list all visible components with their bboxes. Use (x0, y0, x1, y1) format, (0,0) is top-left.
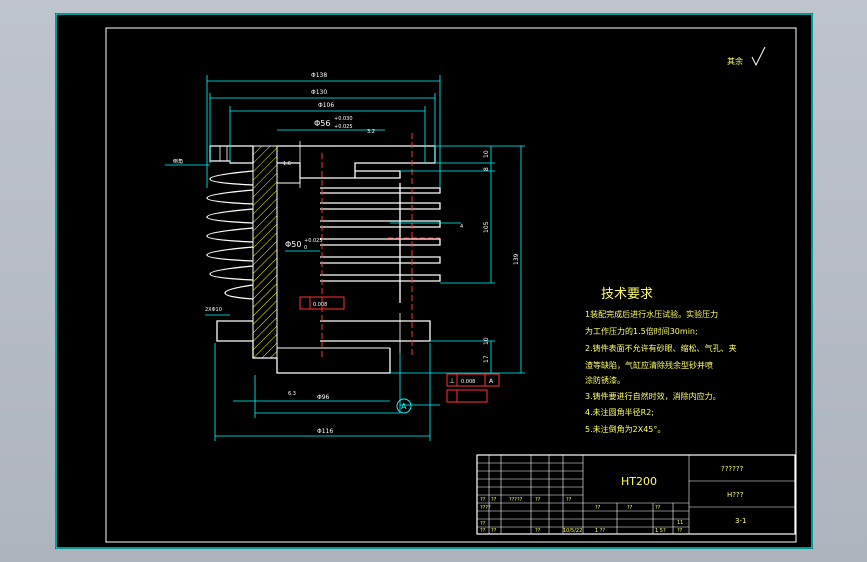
left-hole-label: 2XΦ10 (205, 307, 222, 313)
left-chamfer-label: 倒角 (173, 158, 183, 165)
drawing-canvas: 其余 (55, 13, 813, 549)
perp-value: 0.008 (461, 379, 475, 385)
dim-d138: Φ138 (311, 72, 327, 79)
tb-cell-6: ???? (480, 505, 491, 511)
tech-item-3: 2.铸件表面不允许有砂眼、缩松、气孔、夹 (585, 343, 737, 353)
dim-small: 4 (460, 224, 463, 230)
dim-h17: 17 (483, 355, 490, 363)
perp-symbol-icon: ⊥ (449, 377, 455, 385)
flatness-value: 0.008 (313, 302, 327, 308)
dim-h105: 105 (483, 221, 490, 233)
ra-bottom: 6.3 (288, 391, 296, 397)
tb-cell-1: ?? (480, 497, 486, 503)
dim-bore-top: Φ56 (314, 119, 330, 128)
dim-d106: Φ106 (318, 102, 334, 109)
tech-item-1: 1装配完成后进行水压试验。实验压力 (585, 309, 718, 319)
tb-cell-17: 11 (677, 520, 683, 526)
roughness-label: 其余 (727, 56, 743, 66)
dim-h10b: 10 (483, 337, 490, 345)
tech-item-2: 为工作压力的1.5倍时间30min; (585, 326, 698, 336)
dim-h8: 8 (483, 167, 490, 171)
tb-cell-9: ?? (491, 528, 497, 534)
datum-label: A (401, 402, 407, 411)
tb-cell-12: ?? (627, 505, 633, 511)
tech-item-5: 涂防锈漆。 (585, 375, 625, 385)
roughness-symbol-icon (751, 46, 766, 67)
dim-h139: 139 (513, 253, 520, 265)
part-name: ?????? (721, 465, 744, 473)
tb-cell-8: ?? (480, 528, 486, 534)
section-hatch (252, 145, 278, 359)
tb-cell-2: ?? (491, 497, 497, 503)
drawing-number: H??? (727, 491, 744, 499)
tb-cell-3: ????? (509, 497, 523, 503)
inner-border (105, 27, 797, 543)
right-fins (320, 170, 441, 303)
tech-requirements: 技术要求 1装配完成后进行水压试验。实验压力 为工作压力的1.5倍时间30min… (585, 287, 737, 434)
ra-bore: 1.6 (283, 161, 291, 167)
dim-d96: Φ96 (317, 394, 330, 401)
dim-d116: Φ116 (317, 428, 333, 435)
dim-bore-top-tol-low: +0.025 (334, 124, 353, 130)
ra-top: 3.2 (367, 129, 375, 135)
tb-cell-date: 10/5/22 (563, 528, 582, 534)
tech-item-8: 5.未注倒角为2X45°。 (585, 424, 665, 434)
left-fins (206, 170, 254, 300)
tb-cell-4: ?? (535, 497, 541, 503)
perp-datum: A (489, 378, 494, 385)
tech-title: 技术要求 (601, 287, 653, 302)
tb-cell-13: ?? (655, 505, 661, 511)
title-block: ?? ?? ????? ?? ?? ???? ?? ?? ?? ?? ?? ??… (476, 454, 796, 535)
dim-bore-mid-tol-up: +0.025 (304, 238, 323, 244)
tb-cell-7: ?? (480, 521, 486, 527)
tech-item-4: 渣等缺陷，气缸应清除残余型砂并喷 (585, 360, 713, 370)
dim-bore-mid: Φ50 (285, 240, 301, 249)
tb-cell-15: 1 ?? (595, 528, 605, 534)
dim-bore-mid-tol-low: 0 (304, 245, 307, 251)
part-section (206, 133, 441, 374)
outer-border (55, 13, 813, 549)
material-label: HT200 (621, 475, 657, 488)
dim-h10: 10 (483, 150, 490, 158)
perpendicularity-frame: ⊥ 0.008 A (446, 373, 500, 403)
tech-item-6: 3.铸件要进行自然时效，消除内应力。 (585, 391, 721, 401)
flatness-frame: 0.008 (299, 296, 345, 310)
tb-cell-11: ?? (595, 505, 601, 511)
dimension-lines (165, 75, 525, 441)
datum-circle (396, 398, 412, 414)
tb-cell-18: ?? (677, 528, 683, 534)
tb-cell-5: ?? (566, 497, 572, 503)
tb-cell-10: ?? (535, 528, 541, 534)
drawing-sheet: 其余 (55, 13, 813, 549)
dim-bore-top-tol-up: +0.030 (334, 116, 353, 122)
tech-item-7: 4.未注圆角半径R2; (585, 407, 654, 417)
scale-label: 3-1 (735, 517, 746, 525)
dim-d130: Φ130 (311, 89, 327, 96)
tb-cell-16: 1 5? (655, 528, 666, 534)
